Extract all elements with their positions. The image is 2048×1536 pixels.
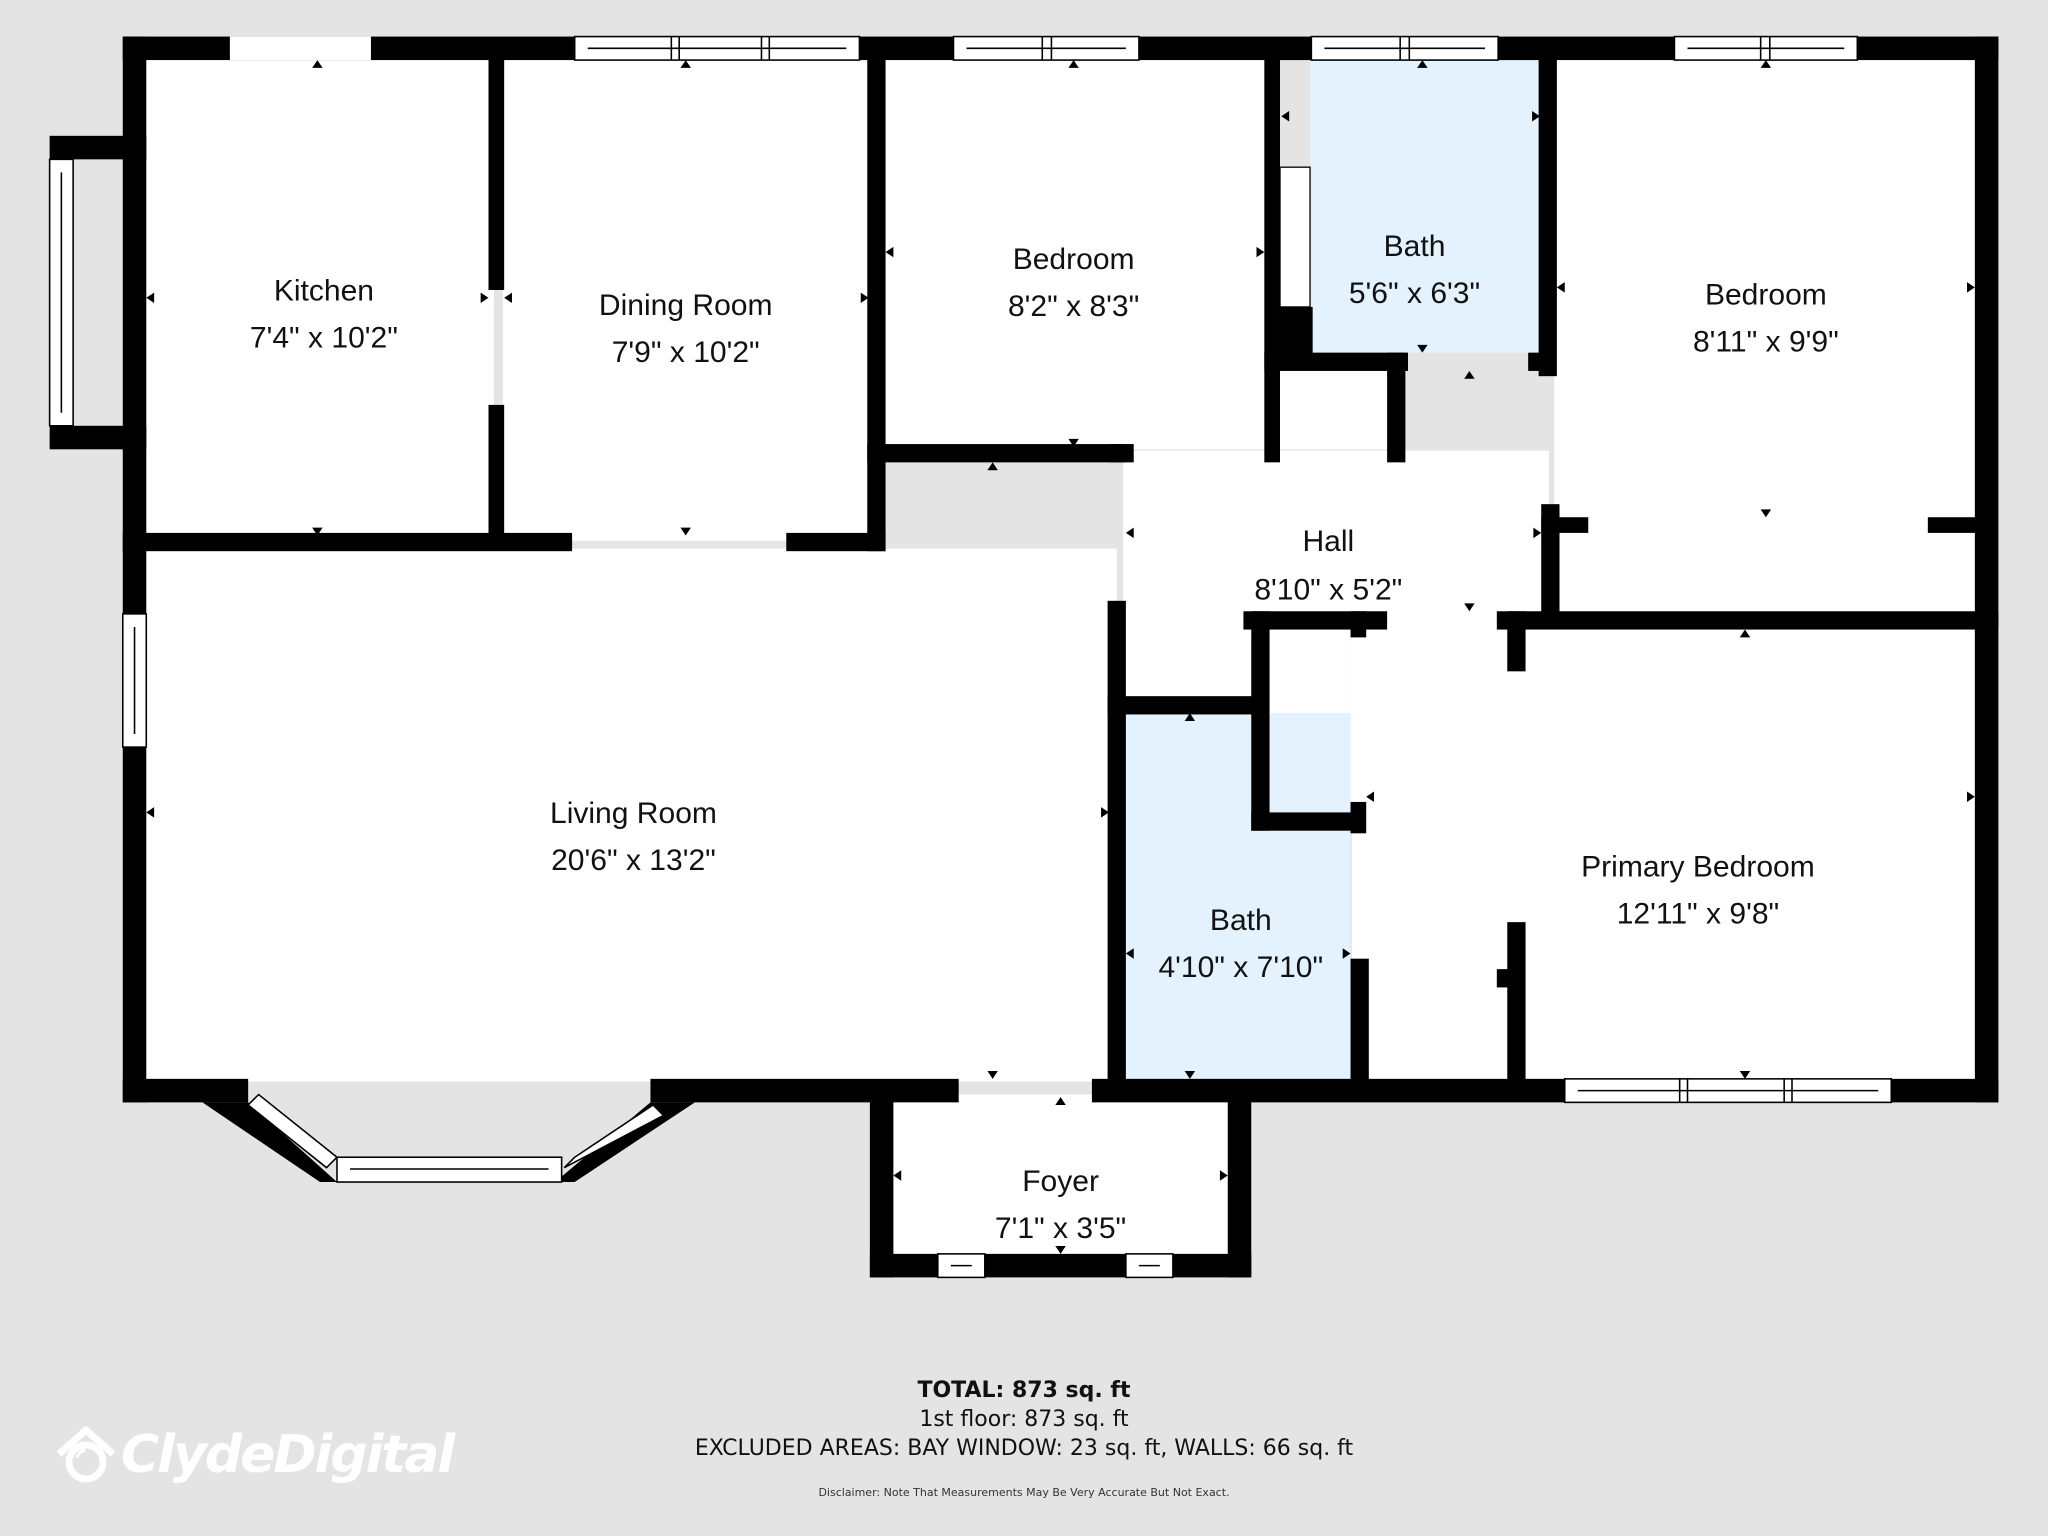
total-area: TOTAL: 873 sq. ft — [917, 1378, 1131, 1403]
room-bath2-name: Bath — [1210, 904, 1272, 937]
bath-closet — [1279, 166, 1311, 308]
room-bath1-name: Bath — [1384, 230, 1446, 263]
brand-logo: ClydeDigital — [55, 1420, 455, 1490]
room-kitchen-dims: 7'4" x 10'2" — [250, 321, 398, 354]
brand-name: ClydeDigital — [121, 1425, 455, 1485]
room-bedroom1-name: Bedroom — [1013, 243, 1135, 276]
room-bath2-dims: 4'10" x 7'10" — [1158, 951, 1323, 984]
room-primary-name: Primary Bedroom — [1581, 850, 1815, 883]
room-dining-name: Dining Room — [599, 289, 773, 322]
windows — [48, 35, 1893, 1279]
excluded-areas: EXCLUDED AREAS: BAY WINDOW: 23 sq. ft, W… — [694, 1436, 1354, 1461]
room-dining-dims: 7'9" x 10'2" — [612, 336, 760, 369]
room-floors — [143, 57, 1979, 1267]
room-bedroom1-dims: 8'2" x 8'3" — [1008, 290, 1139, 323]
room-living-name: Living Room — [550, 797, 717, 830]
house-camera-icon — [56, 1426, 116, 1483]
room-hall-dims: 8'10" x 5'2" — [1254, 574, 1402, 607]
dimension-markers — [146, 60, 1975, 1254]
room-living-dims: 20'6" x 13'2" — [551, 844, 716, 877]
room-kitchen-name: Kitchen — [274, 274, 374, 307]
room-foyer-name: Foyer — [1022, 1165, 1099, 1198]
room-bedroom2-dims: 8'11" x 9'9" — [1693, 325, 1839, 358]
room-labels: Kitchen 7'4" x 10'2" Dining Room 7'9" x … — [250, 230, 1839, 1245]
room-foyer-dims: 7'1" x 3'5" — [995, 1212, 1126, 1245]
kitchen-opening — [229, 36, 371, 61]
room-bedroom2-name: Bedroom — [1705, 278, 1827, 311]
room-bath1-dims: 5'6" x 6'3" — [1349, 277, 1480, 310]
floor-area: 1st floor: 873 sq. ft — [919, 1407, 1129, 1432]
bath-floors — [1125, 57, 1540, 1082]
room-hall-name: Hall — [1302, 525, 1354, 558]
disclaimer: Disclaimer: Note That Measurements May B… — [818, 1486, 1230, 1499]
room-primary-dims: 12'11" x 9'8" — [1617, 897, 1779, 930]
